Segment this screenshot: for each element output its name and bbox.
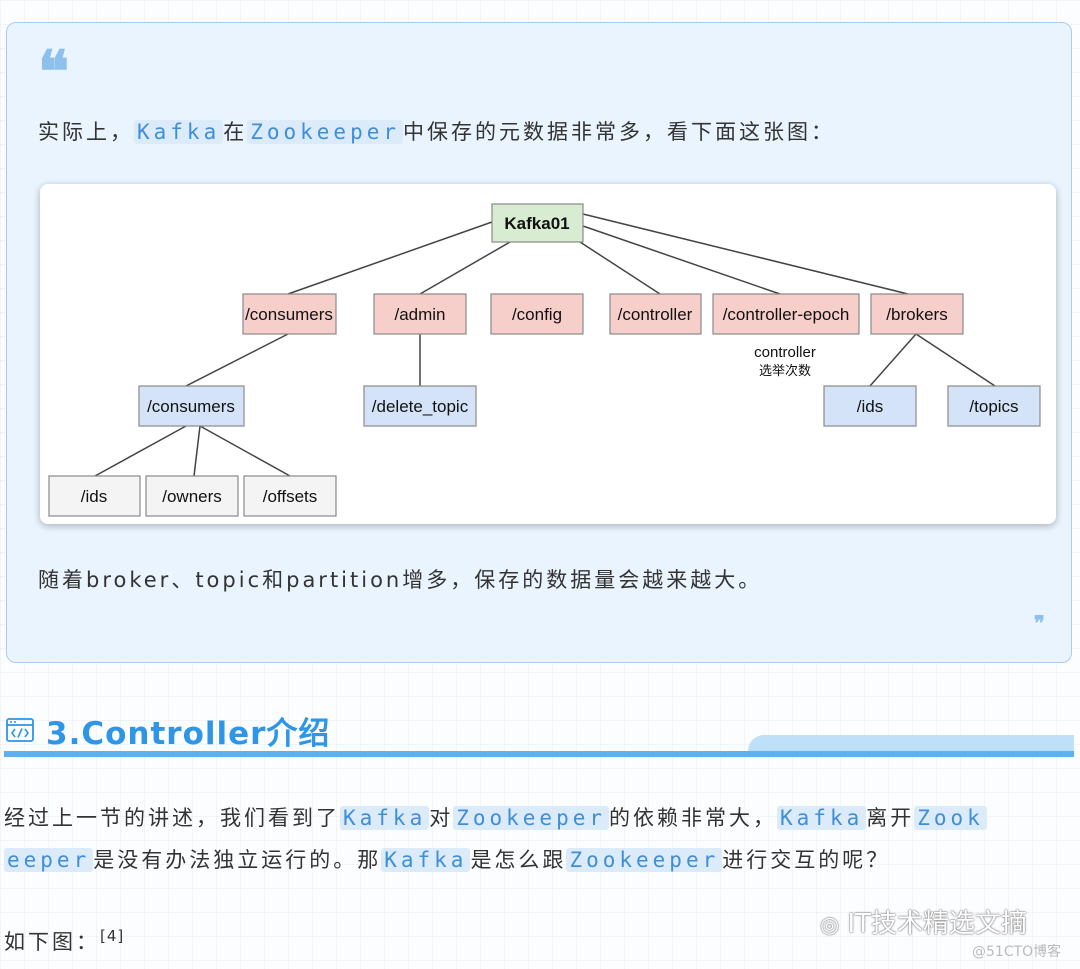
node-label: /delete_topic bbox=[372, 397, 469, 416]
inline-code: Zook bbox=[914, 806, 987, 830]
watermark-sub: @51CTO博客 bbox=[972, 944, 1062, 960]
inline-code: Kafka bbox=[134, 120, 224, 144]
node-consumers-child: /consumers bbox=[138, 385, 245, 427]
node-delete-topic: /delete_topic bbox=[363, 385, 477, 427]
wechat-icon: ◎ bbox=[820, 913, 840, 938]
node-leaf-offsets: /offsets bbox=[243, 475, 337, 517]
body-text: 经过上一节的讲述，我们看到了 bbox=[4, 806, 340, 830]
inline-code: Kafka bbox=[777, 806, 867, 830]
body-text: 进行交互的呢？ bbox=[722, 848, 891, 872]
node-brokers-topics: /topics bbox=[947, 385, 1041, 427]
node-label: /ids bbox=[81, 487, 107, 506]
node-label: /ids bbox=[857, 397, 883, 416]
body-text: 的依赖非常大， bbox=[609, 806, 778, 830]
node-admin: /admin bbox=[373, 293, 467, 335]
node-consumers: /consumers bbox=[242, 293, 337, 335]
epoch-note-line1: controller bbox=[754, 344, 816, 361]
watermark-text: IT技术精选文摘 bbox=[847, 909, 1028, 939]
node-label: /offsets bbox=[263, 487, 318, 506]
code-window-icon bbox=[6, 718, 34, 742]
quote-text: 中保存的元数据非常多，看下面这张图： bbox=[403, 120, 836, 144]
footnote-link[interactable]: [4] bbox=[100, 927, 125, 945]
body-text: 离开 bbox=[866, 806, 915, 830]
quote-text: 实际上， bbox=[38, 120, 134, 144]
node-leaf-owners: /owners bbox=[145, 475, 239, 517]
node-label: Kafka01 bbox=[504, 214, 569, 233]
node-label: /controller-epoch bbox=[723, 305, 850, 324]
inline-code: Zookeeper bbox=[247, 120, 404, 144]
body-text: 对 bbox=[429, 806, 454, 830]
node-controller: /controller bbox=[609, 293, 702, 335]
node-label: /admin bbox=[394, 305, 445, 324]
inline-code: Kafka bbox=[381, 848, 471, 872]
diagram-connectors bbox=[94, 213, 996, 477]
node-label: /config bbox=[512, 305, 562, 324]
body-text: 是怎么跟 bbox=[470, 848, 567, 872]
node-label: /brokers bbox=[886, 305, 947, 324]
watermark: ◎ IT技术精选文摘 bbox=[820, 903, 1027, 940]
quote-text: 在 bbox=[223, 120, 248, 144]
body-text: 如下图： bbox=[4, 930, 100, 954]
node-label: /consumers bbox=[147, 397, 235, 416]
inline-code: Zookeeper bbox=[453, 806, 610, 830]
inline-code: Zookeeper bbox=[566, 848, 723, 872]
inline-code: eeper bbox=[4, 848, 94, 872]
node-label: /controller bbox=[618, 305, 693, 324]
quote-line-2: 随着broker、topic和partition增多，保存的数据量会越来越大。 bbox=[38, 568, 763, 592]
node-brokers-ids: /ids bbox=[823, 385, 917, 427]
section-title: 3.Controller介绍 bbox=[46, 716, 331, 752]
node-label: /owners bbox=[162, 487, 222, 506]
body-text: 是没有办法独立运行的。那 bbox=[93, 848, 382, 872]
zookeeper-tree-diagram: Kafka01 /consumers /admin /config /contr… bbox=[40, 184, 1056, 524]
open-quote-icon: ❝ bbox=[38, 38, 70, 106]
node-leaf-ids: /ids bbox=[48, 475, 141, 517]
inline-code: Kafka bbox=[340, 806, 430, 830]
node-root: Kafka01 bbox=[491, 203, 584, 243]
close-quote-icon: ❞ bbox=[1034, 611, 1045, 635]
heading-underline bbox=[4, 751, 1074, 757]
node-label: /topics bbox=[969, 397, 1018, 416]
node-label: /consumers bbox=[245, 305, 333, 324]
node-controller-epoch: /controller-epoch bbox=[712, 293, 860, 335]
node-config: /config bbox=[490, 293, 584, 335]
body-line-3: 如下图：[4] bbox=[4, 926, 124, 956]
node-brokers: /brokers bbox=[870, 293, 964, 335]
epoch-note-line2: 选举次数 bbox=[759, 363, 811, 379]
